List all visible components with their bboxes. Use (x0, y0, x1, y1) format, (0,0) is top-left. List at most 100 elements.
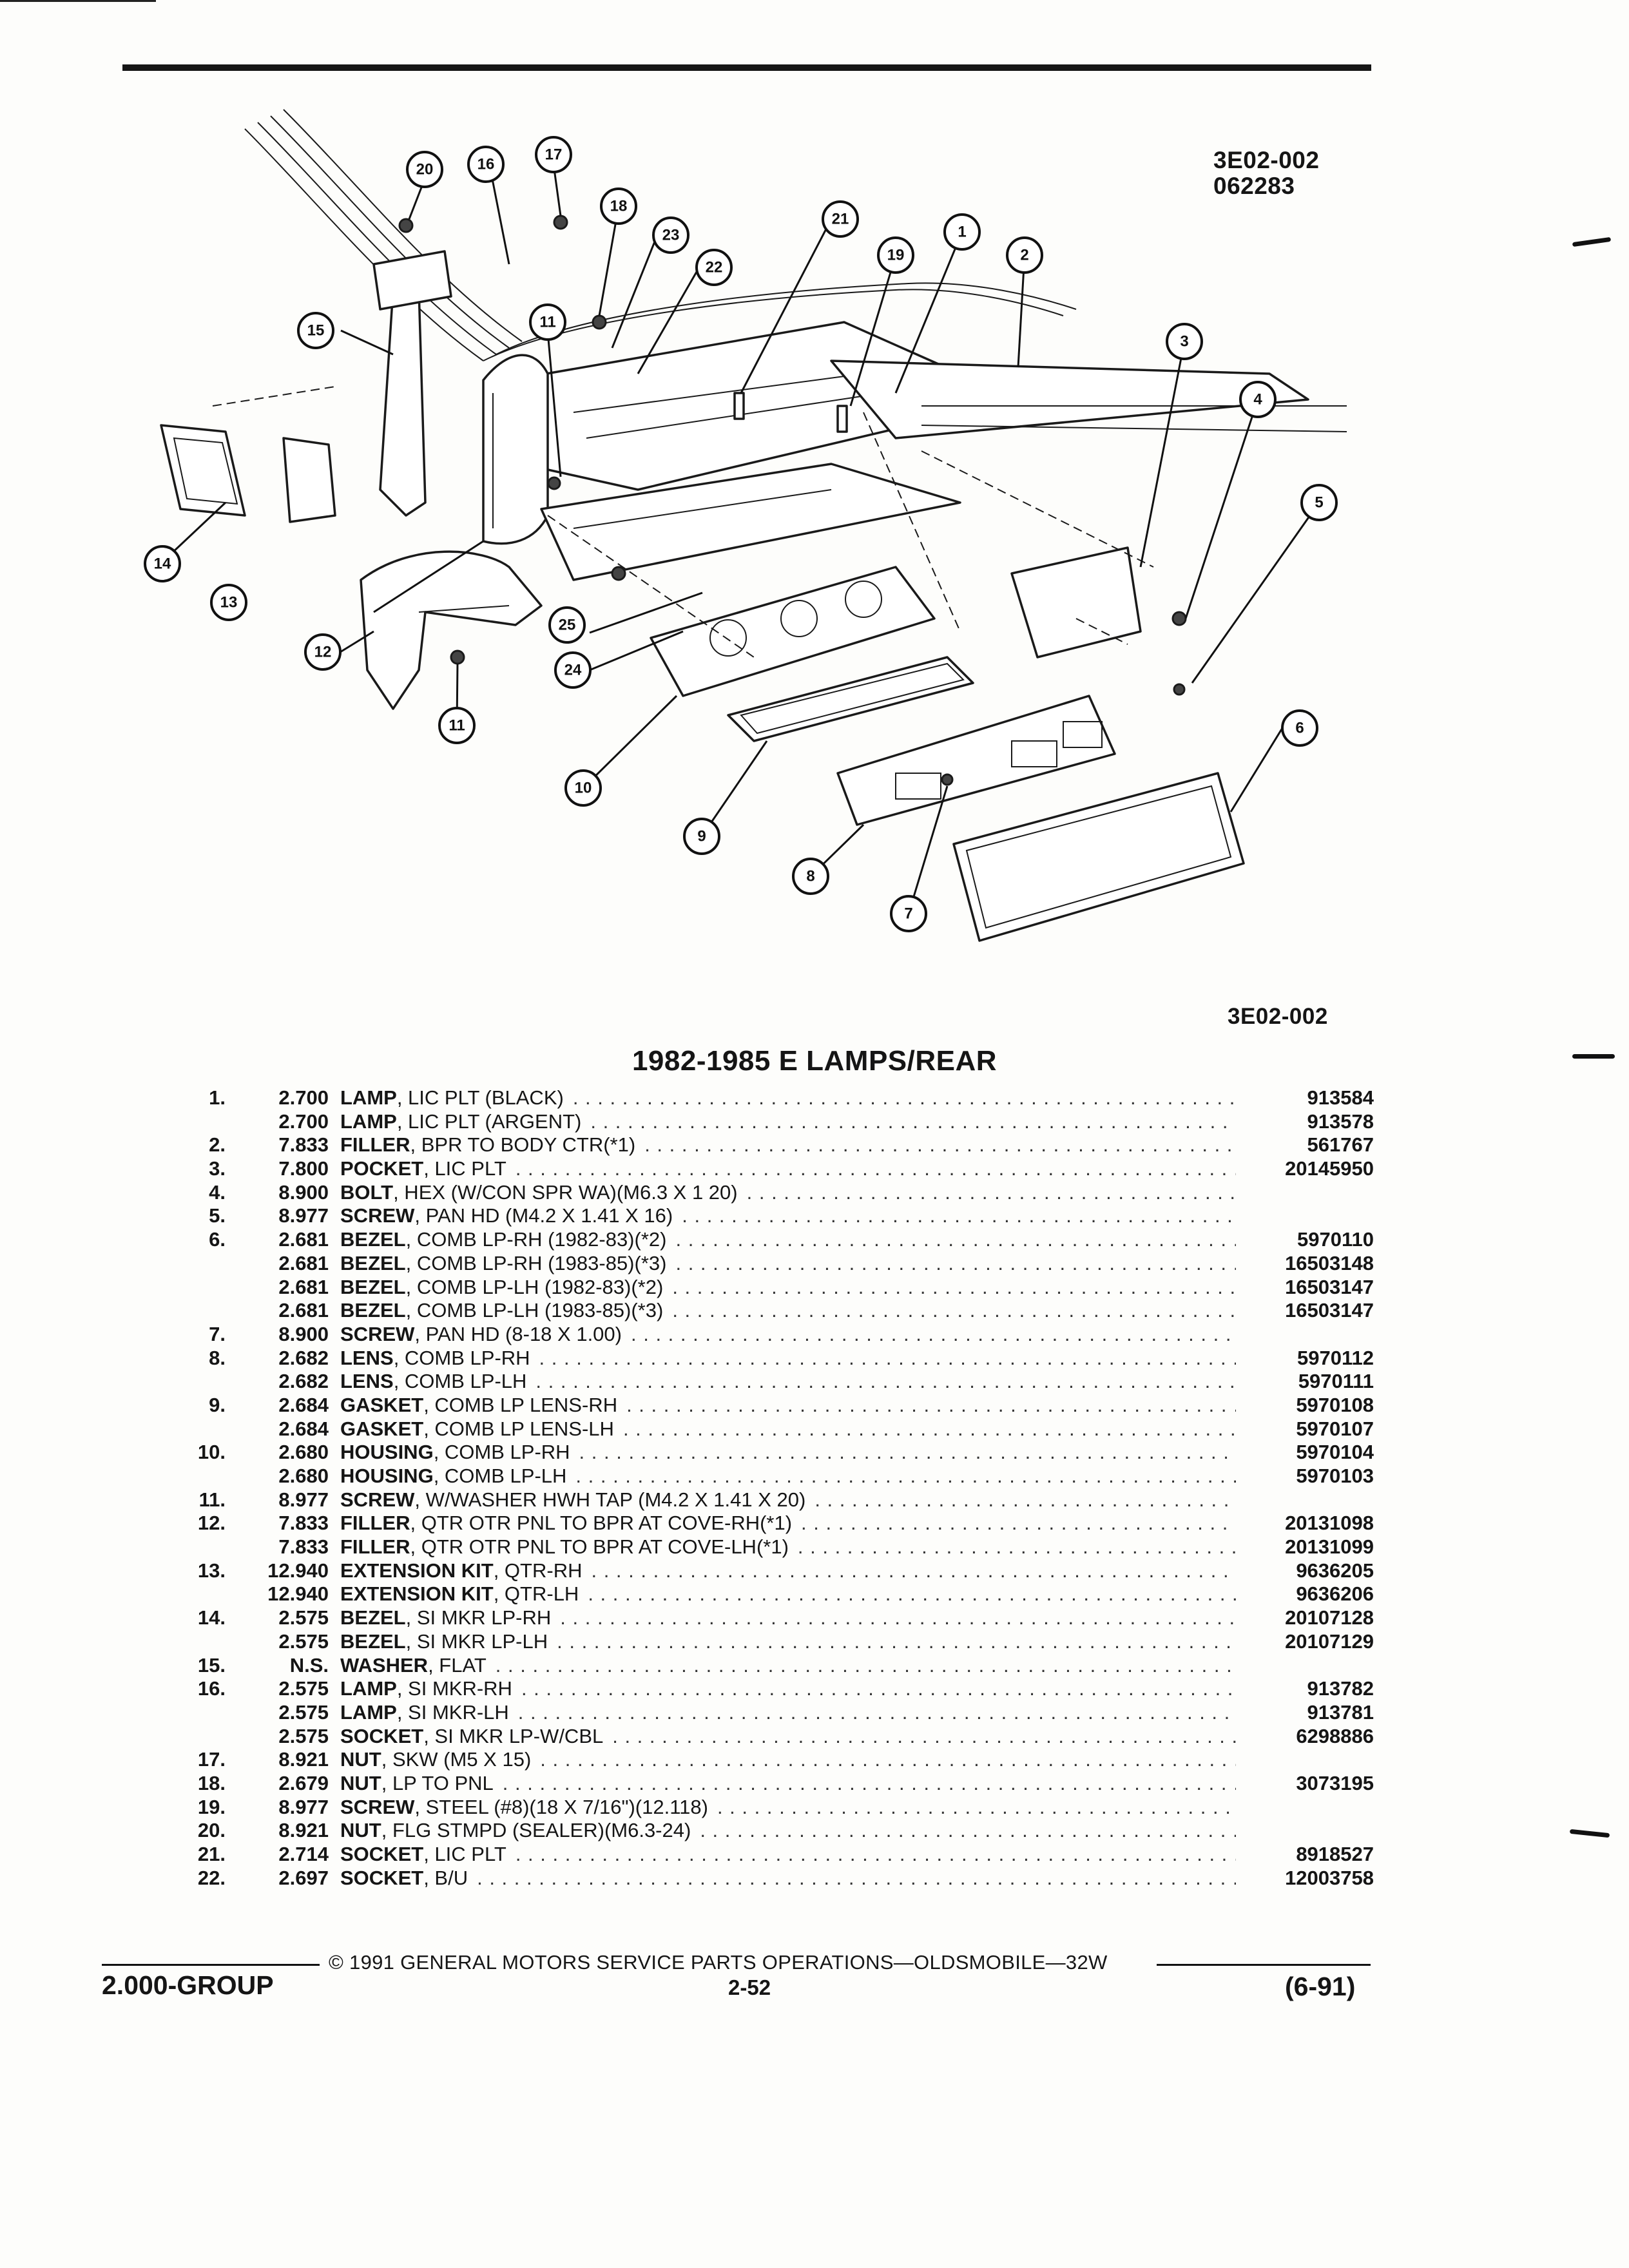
part-name: BEZEL (340, 1228, 406, 1251)
exploded-parts-diagram: 1 2 3 4 5 6 7 8 9 10 11 11 12 13 14 15 1… (122, 103, 1371, 1005)
group-number: 8.900 (278, 1322, 329, 1345)
part-number: 20107128 (1285, 1606, 1374, 1629)
group-number: 2.697 (278, 1866, 329, 1889)
group-number: 2.681 (278, 1275, 329, 1298)
part-description: , SKW (M5 X 15) (381, 1748, 532, 1771)
washer (611, 566, 626, 581)
part-description: , STEEL (#8)(18 X 7/16")(12.118) (414, 1795, 708, 1818)
part-description: , COMB LP LENS-LH (423, 1417, 614, 1440)
item-number: 11. (198, 1488, 226, 1511)
svg-text:1: 1 (958, 224, 966, 241)
svg-text:17: 17 (545, 146, 563, 164)
svg-text:21: 21 (832, 211, 849, 228)
combination-lamp-bezel (952, 772, 1245, 942)
part-name: SCREW (340, 1795, 415, 1818)
svg-text:14: 14 (154, 555, 171, 573)
group-number: 2.700 (278, 1110, 329, 1133)
callout-21: 21 (822, 200, 859, 238)
group-number: 2.681 (278, 1228, 329, 1251)
socket (733, 392, 745, 420)
leader-dots (747, 1181, 1236, 1204)
part-description: , QTR OTR PNL TO BPR AT COVE-RH(*1) (410, 1512, 793, 1535)
svg-text:11: 11 (539, 314, 555, 331)
leader-dots (675, 1252, 1236, 1275)
group-number: 2.684 (278, 1417, 329, 1440)
group-number: 2.575 (278, 1677, 329, 1700)
svg-text:16: 16 (477, 156, 495, 173)
part-number: 3073195 (1296, 1771, 1374, 1794)
callout-5: 5 (1300, 484, 1338, 521)
callout-11: 11 (529, 303, 566, 341)
item-number: 1. (209, 1086, 226, 1109)
part-number: 5970103 (1296, 1465, 1374, 1487)
svg-text:25: 25 (559, 617, 576, 634)
part-name: LENS (340, 1346, 394, 1369)
leader-dots (579, 1441, 1236, 1464)
leader-dots (682, 1204, 1236, 1227)
part-number: 913578 (1307, 1110, 1374, 1133)
leader-dots (588, 1582, 1236, 1606)
part-name: SOCKET (340, 1724, 424, 1747)
leader-dots (700, 1819, 1236, 1842)
part-name: EXTENSION KIT (340, 1559, 494, 1582)
callout-15: 15 (297, 312, 334, 349)
svg-text:18: 18 (610, 198, 628, 215)
svg-text:24: 24 (564, 662, 582, 679)
leader-dots (801, 1512, 1236, 1535)
group-number: 8.921 (278, 1819, 329, 1842)
part-name: BEZEL (340, 1251, 406, 1274)
part-number: 8918527 (1296, 1843, 1374, 1865)
svg-text:19: 19 (887, 247, 905, 264)
callout-20: 20 (406, 151, 443, 188)
group-number: 2.681 (278, 1299, 329, 1322)
screw (450, 649, 465, 665)
item-number: 4. (209, 1180, 226, 1204)
part-number: 16503147 (1285, 1299, 1374, 1322)
item-number: 14. (197, 1606, 226, 1629)
item-number: 21. (197, 1843, 226, 1865)
part-description: , COMB LP-LH (1983-85)(*3) (405, 1299, 664, 1322)
part-name: NUT (340, 1748, 381, 1771)
quarter-filler (360, 550, 543, 710)
screw (1173, 683, 1186, 696)
callout-22: 22 (695, 249, 733, 286)
part-name: HOUSING (340, 1441, 434, 1464)
leader-dots (798, 1535, 1236, 1559)
bumper-filler (540, 463, 961, 581)
part-description: , LP TO PNL (381, 1771, 494, 1794)
part-number: 913584 (1307, 1086, 1374, 1109)
group-number: 8.900 (278, 1180, 329, 1204)
leader-dots (612, 1725, 1236, 1748)
callout-25: 25 (548, 606, 586, 644)
svg-text:6: 6 (1295, 720, 1304, 737)
callout-24: 24 (554, 651, 592, 689)
callout-12: 12 (304, 633, 342, 671)
part-name: POCKET (340, 1157, 424, 1180)
part-number: 5970112 (1297, 1346, 1374, 1369)
callout-19: 19 (877, 236, 914, 274)
part-number: 5970111 (1298, 1370, 1374, 1393)
leader-dots (560, 1606, 1236, 1629)
group-number: 2.575 (278, 1700, 329, 1724)
group-number: 2.575 (278, 1629, 329, 1653)
part-number: 561767 (1307, 1133, 1374, 1157)
svg-text:4: 4 (1253, 391, 1262, 408)
part-number: 20131099 (1285, 1535, 1374, 1559)
part-description: , COMB LP LENS-RH (423, 1393, 618, 1416)
part-description: , COMB LP-LH (393, 1370, 527, 1393)
part-number: 6298886 (1296, 1724, 1374, 1747)
part-number: 5970108 (1296, 1393, 1374, 1416)
